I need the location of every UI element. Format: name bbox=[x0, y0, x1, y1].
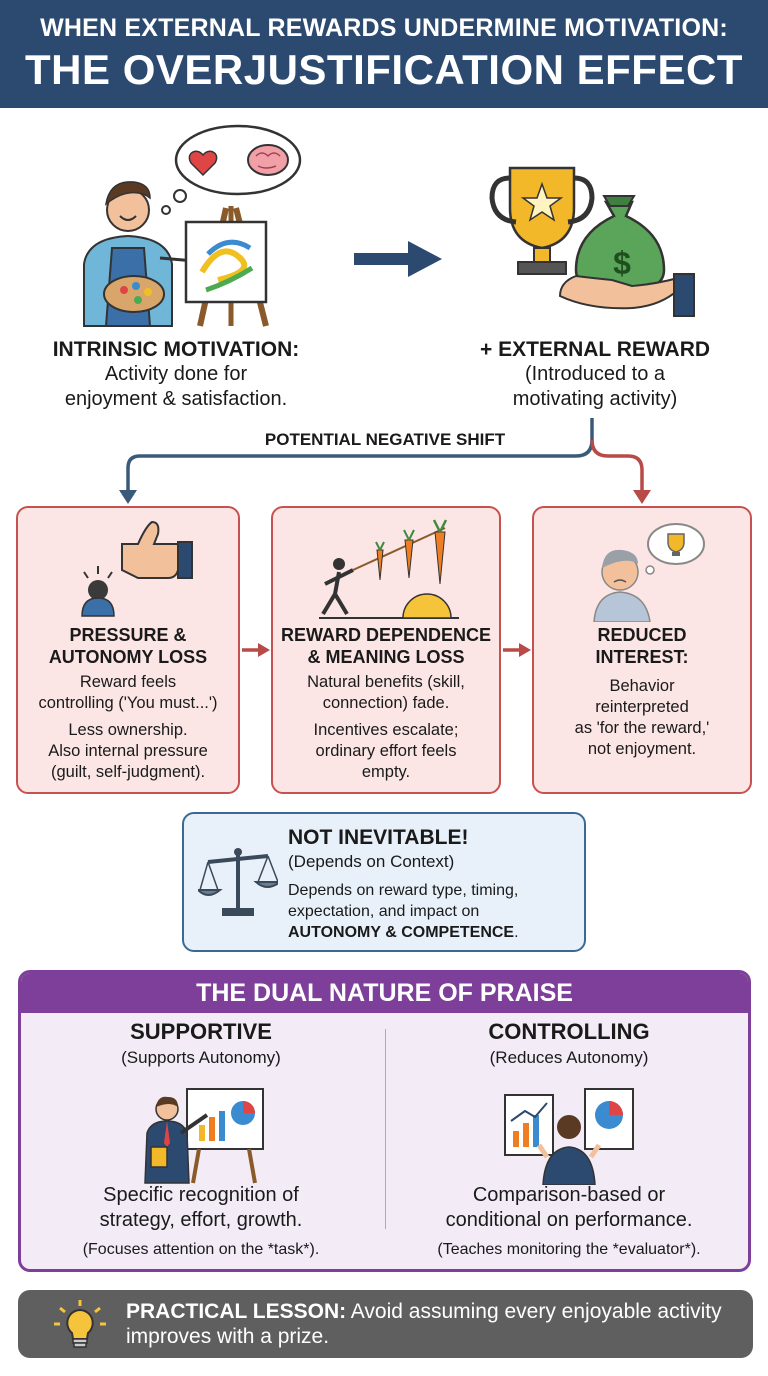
practical-lesson-bar: PRACTICAL LESSON: Avoid assuming every e… bbox=[18, 1290, 753, 1358]
card-2-title-line-1: REWARD DEPENDENCE bbox=[280, 625, 492, 645]
card-2-title-line-2: & MEANING LOSS bbox=[307, 647, 465, 667]
card-1-p2-line-2: Also internal pressure bbox=[48, 742, 208, 760]
running-person-icon bbox=[319, 519, 459, 619]
controlling-subtitle: (Reduces Autonomy) bbox=[489, 1048, 649, 1067]
praise-section: THE DUAL NATURE OF PRAISE SUPPORTIVE (Su… bbox=[18, 970, 751, 1272]
supportive-note: (Focuses attention on the *task*). bbox=[82, 1241, 320, 1258]
intrinsic-line-2: enjoyment & satisfaction. bbox=[64, 388, 288, 410]
carrot-icon bbox=[403, 529, 415, 579]
carrot-icon bbox=[375, 541, 385, 581]
header-title: THE OVERJUSTIFICATION EFFECT bbox=[25, 46, 743, 93]
not-inevitable-box: NOT INEVITABLE! (Depends on Context) Dep… bbox=[182, 812, 586, 952]
praise-supportive: SUPPORTIVE (Supports Autonomy) Specific … bbox=[21, 1017, 381, 1258]
card-2-p1-line-2: connection) fade. bbox=[322, 694, 450, 712]
card-2-p2-line-3: empty. bbox=[361, 763, 411, 781]
header-subtitle: WHEN EXTERNAL REWARDS UNDERMINE MOTIVATI… bbox=[40, 14, 728, 42]
card-1-title-line-2: AUTONOMY LOSS bbox=[48, 647, 208, 667]
not-inevitable-subtitle: (Depends on Context) bbox=[288, 852, 455, 871]
card-reduced-interest: REDUCED INTEREST: Behavior reinterpreted… bbox=[532, 506, 752, 794]
card-1-paragraph-1: Reward feels controlling ('You must...') bbox=[22, 672, 234, 714]
card-3-paragraph: Behavior reinterpreted as 'for the rewar… bbox=[538, 676, 746, 760]
presenter-icon bbox=[144, 1088, 264, 1184]
not-inevitable-bold: AUTONOMY & COMPETENCE bbox=[288, 924, 515, 941]
supportive-subtitle: (Supports Autonomy) bbox=[121, 1048, 281, 1067]
not-inevitable-end: . bbox=[514, 924, 519, 941]
card-1-title: PRESSURE & AUTONOMY LOSS bbox=[18, 624, 238, 668]
praise-divider bbox=[385, 1029, 386, 1229]
header-banner: WHEN EXTERNAL REWARDS UNDERMINE MOTIVATI… bbox=[0, 0, 768, 108]
intrinsic-line-1: Activity done for bbox=[104, 363, 248, 385]
controlling-desc-line-1: Comparison-based or bbox=[472, 1184, 666, 1206]
controlling-note: (Teaches monitoring the *evaluator*). bbox=[437, 1241, 701, 1258]
not-inevitable-title: NOT INEVITABLE! bbox=[288, 826, 469, 849]
sad-person-icon bbox=[593, 523, 705, 622]
thumbs-up-icon bbox=[81, 520, 193, 617]
card-2-p1-line-1: Natural benefits (skill, bbox=[307, 673, 465, 691]
negative-shift-label: POTENTIAL NEGATIVE SHIFT bbox=[264, 430, 506, 449]
card-3-title: REDUCED INTEREST: bbox=[534, 624, 750, 668]
easel-icon bbox=[184, 206, 269, 327]
intrinsic-description: Activity done for enjoyment & satisfacti… bbox=[20, 362, 332, 412]
card-2-title: REWARD DEPENDENCE & MEANING LOSS bbox=[273, 624, 499, 668]
not-inevitable-text: Depends on reward type, timing, expectat… bbox=[288, 880, 580, 943]
card-1-paragraph-2: Less ownership. Also internal pressure (… bbox=[22, 720, 234, 783]
practical-lesson-text: PRACTICAL LESSON: Avoid assuming every e… bbox=[126, 1299, 736, 1349]
card-reward-dependence: REWARD DEPENDENCE & MEANING LOSS Natural… bbox=[271, 506, 501, 794]
not-inevitable-line-3: AUTONOMY & COMPETENCE. bbox=[288, 922, 580, 943]
supportive-desc-line-1: Specific recognition of bbox=[103, 1184, 299, 1206]
not-inevitable-line-2: expectation, and impact on bbox=[288, 903, 480, 920]
carrot-icon bbox=[432, 519, 448, 585]
praise-controlling: CONTROLLING (Reduces Autonomy) Compariso… bbox=[389, 1017, 748, 1258]
external-description: (Introduced to a motivating activity) bbox=[440, 362, 750, 412]
arrow-right-icon bbox=[519, 643, 531, 657]
card-2-p2-line-1: Incentives escalate; bbox=[313, 721, 459, 739]
card-2-paragraph-1: Natural benefits (skill, connection) fad… bbox=[277, 672, 495, 714]
supportive-desc-line-2: strategy, effort, growth. bbox=[99, 1209, 303, 1231]
trophy-icon bbox=[489, 166, 595, 275]
card-1-p1-line-1: Reward feels bbox=[79, 673, 177, 691]
top-illustrations: $ bbox=[83, 124, 695, 504]
card-2-paragraph-2: Incentives escalate; ordinary effort fee… bbox=[277, 720, 495, 783]
card-1-title-line-1: PRESSURE & bbox=[69, 625, 187, 645]
supportive-description: Specific recognition of strategy, effort… bbox=[21, 1183, 381, 1233]
lightbulb-icon bbox=[54, 1300, 106, 1348]
practical-lesson-label: PRACTICAL LESSON: bbox=[126, 1300, 347, 1323]
intrinsic-title: INTRINSIC MOTIVATION: bbox=[52, 338, 300, 361]
external-line-2: motivating activity) bbox=[512, 388, 678, 410]
card-3-p1-line-3: as 'for the reward,' bbox=[574, 719, 710, 737]
card-3-p1-line-1: Behavior bbox=[609, 677, 675, 695]
thought-bubble-icon bbox=[161, 124, 302, 215]
practical-lesson-body: Avoid assuming every enjoyable activity … bbox=[126, 1300, 722, 1348]
card-1-p2-line-1: Less ownership. bbox=[68, 721, 188, 739]
supportive-title: SUPPORTIVE bbox=[130, 1019, 272, 1044]
balance-scale-icon bbox=[198, 848, 278, 916]
card-3-title-line-1: REDUCED bbox=[597, 625, 687, 645]
card-arrows bbox=[242, 643, 531, 657]
svg-text:$: $ bbox=[613, 245, 631, 281]
praise-header: THE DUAL NATURE OF PRAISE bbox=[21, 973, 748, 1013]
card-3-title-line-2: INTEREST: bbox=[595, 647, 689, 667]
analyst-icon bbox=[504, 1088, 634, 1185]
controlling-title: CONTROLLING bbox=[488, 1019, 650, 1044]
card-1-p1-line-2: controlling ('You must...') bbox=[38, 694, 218, 712]
card-2-p2-line-2: ordinary effort feels bbox=[315, 742, 457, 760]
controlling-desc-line-2: conditional on performance. bbox=[445, 1209, 693, 1231]
card-1-p2-line-3: (guilt, self-judgment). bbox=[50, 763, 206, 781]
connector-arrows bbox=[119, 418, 651, 504]
card-3-p1-line-4: not enjoyment. bbox=[587, 740, 697, 758]
external-line-1: (Introduced to a bbox=[524, 363, 666, 385]
hand-icon bbox=[558, 273, 695, 317]
card-3-p1-line-2: reinterpreted bbox=[595, 698, 689, 716]
arrow-right-icon bbox=[258, 643, 270, 657]
not-inevitable-line-1: Depends on reward type, timing, bbox=[288, 882, 519, 899]
card-pressure-autonomy: PRESSURE & AUTONOMY LOSS Reward feels co… bbox=[16, 506, 240, 794]
arrow-right-icon bbox=[354, 241, 442, 277]
external-title: + EXTERNAL REWARD bbox=[479, 338, 711, 361]
controlling-description: Comparison-based or conditional on perfo… bbox=[389, 1183, 748, 1233]
